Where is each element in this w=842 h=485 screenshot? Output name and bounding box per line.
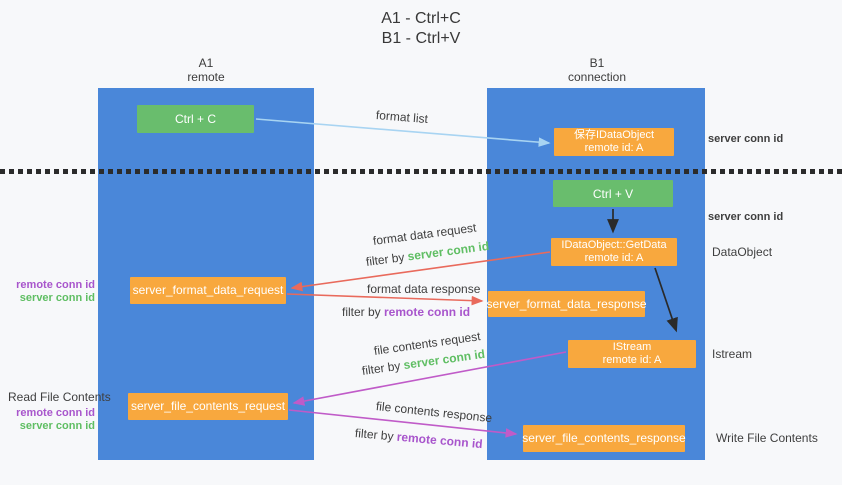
- server-format-data-response-node: server_format_data_response: [486, 291, 647, 317]
- filter-by-text: filter by: [354, 426, 398, 444]
- filter-by-text: filter by: [361, 358, 405, 378]
- column-b1-name: B1: [589, 56, 605, 70]
- istream-line1: IStream: [612, 341, 652, 353]
- write-file-contents-annotation: Write File Contents: [716, 431, 818, 445]
- ctrl-c-node: Ctrl + C: [137, 105, 254, 133]
- dataobject-annotation: DataObject: [712, 245, 773, 259]
- file-contents-response-label: file contents response: [375, 399, 493, 426]
- file-request-label: server_file_contents_request: [130, 399, 286, 413]
- session-divider-dotted-line: [0, 169, 842, 174]
- save-idataobject-node: 保存IDataObject remote id: A: [554, 128, 674, 156]
- ctrl-v-label: Ctrl + V: [592, 186, 634, 201]
- filter-key-remote-conn-id: remote conn id: [384, 305, 471, 319]
- server-file-contents-request-node: server_file_contents_request: [128, 393, 288, 420]
- getdata-line2: remote id: A: [584, 252, 644, 264]
- server-conn-id-label: server conn id: [19, 292, 95, 304]
- filter-by-text: filter by: [365, 249, 409, 269]
- server-conn-id-annotation-mid: server conn id: [708, 211, 784, 223]
- read-file-contents-annotation: Read File Contents: [8, 390, 111, 404]
- ctrl-c-label: Ctrl + C: [174, 112, 216, 126]
- title-line-2: B1 - Ctrl+V: [381, 30, 461, 47]
- file-response-label: server_file_contents_response: [522, 431, 686, 445]
- column-a1-name: A1: [198, 56, 214, 70]
- filter-by-text: filter by: [342, 305, 385, 319]
- server-file-contents-response-node: server_file_contents_response: [522, 425, 686, 452]
- filter-key-remote-conn-id: remote conn id: [396, 429, 484, 452]
- save-idataobject-line1: 保存IDataObject: [573, 129, 655, 141]
- diagram-title: A1 - Ctrl+C B1 - Ctrl+V: [0, 9, 842, 49]
- format-data-response-label: format data response: [367, 282, 481, 296]
- format-data-response-filter-label: filter by remote conn id: [342, 305, 470, 319]
- istream-annotation: Istream: [712, 347, 753, 361]
- file-contents-response-filter-label: filter by remote conn id: [354, 426, 483, 451]
- filter-key-server-conn-id: server conn id: [406, 238, 490, 264]
- column-b1-role: connection: [567, 70, 627, 84]
- column-a1-role: remote: [187, 70, 225, 84]
- server-conn-id-annotation-top: server conn id: [708, 133, 784, 145]
- istream-line2: remote id: A: [602, 354, 662, 366]
- file-request-conn-ids: remote conn id server conn id: [0, 407, 95, 433]
- remote-conn-id-label: remote conn id: [16, 279, 95, 291]
- format-request-label: server_format_data_request: [132, 283, 284, 297]
- istream-node: IStream remote id: A: [568, 340, 696, 368]
- server-conn-id-label: server conn id: [19, 420, 95, 432]
- title-line-1: A1 - Ctrl+C: [381, 10, 461, 27]
- save-idataobject-line2: remote id: A: [584, 142, 644, 154]
- ctrl-v-node: Ctrl + V: [553, 180, 673, 207]
- format-list-label: format list: [375, 108, 429, 127]
- format-response-label: server_format_data_response: [486, 296, 647, 311]
- idataobject-getdata-node: IDataObject::GetData remote id: A: [551, 238, 677, 266]
- column-a1-header: A1 remote: [146, 56, 266, 84]
- server-format-data-request-node: server_format_data_request: [130, 277, 286, 304]
- remote-conn-id-label: remote conn id: [16, 407, 95, 419]
- getdata-line1: IDataObject::GetData: [561, 239, 667, 251]
- format-request-conn-ids: remote conn id server conn id: [0, 279, 95, 305]
- column-b1-header: B1 connection: [537, 56, 657, 84]
